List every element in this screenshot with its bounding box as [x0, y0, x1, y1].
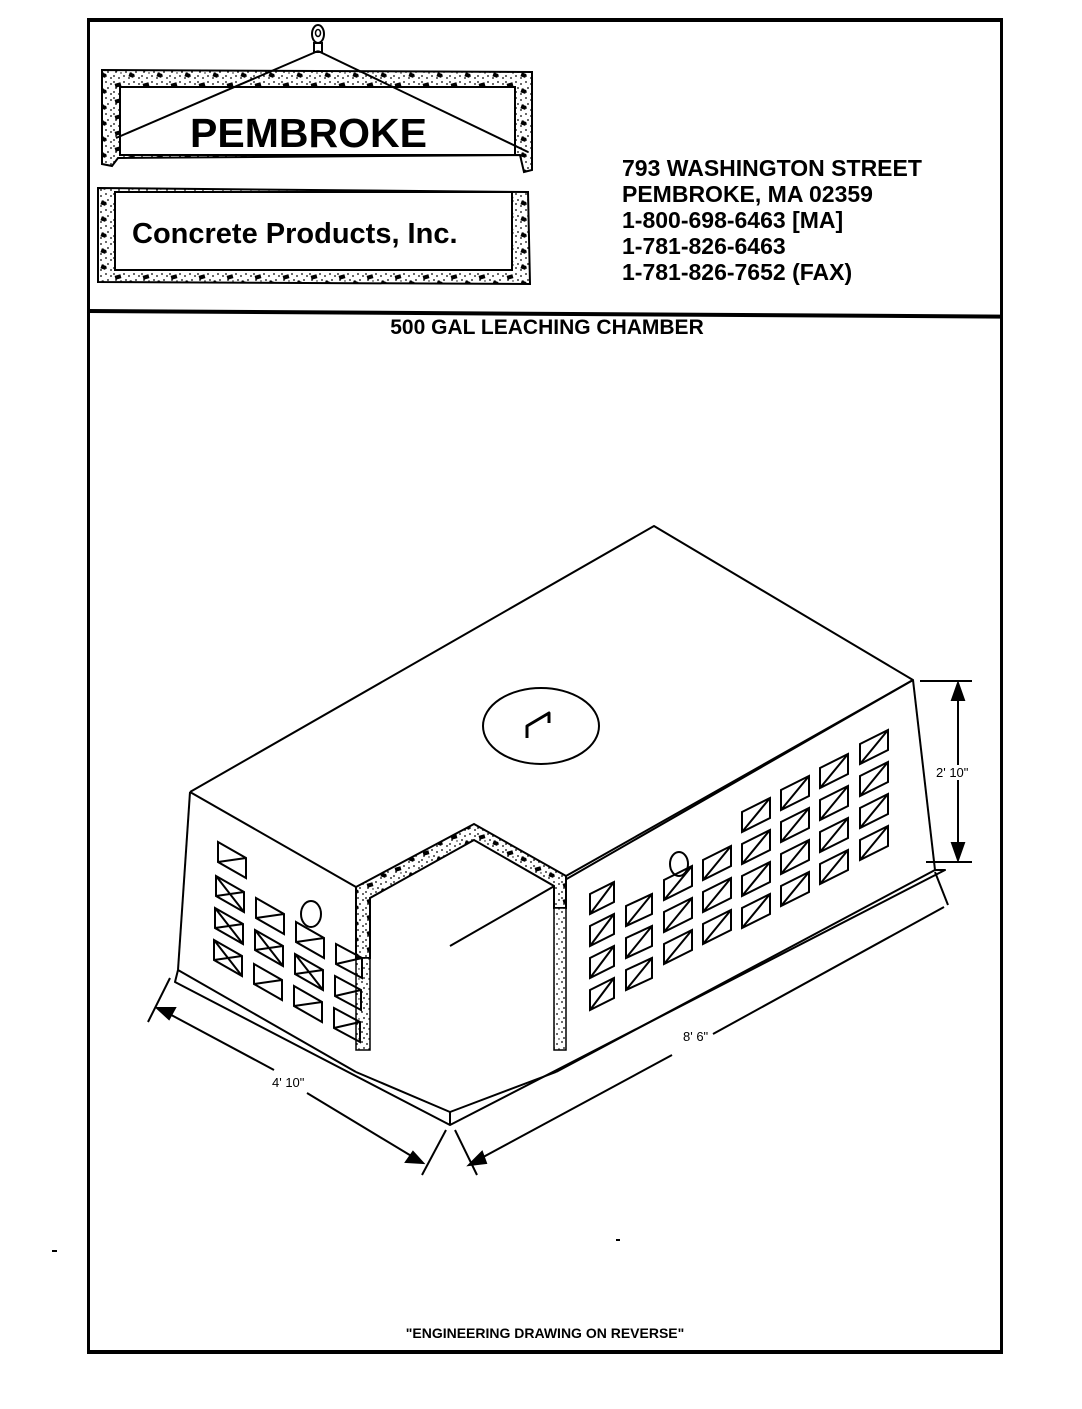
phone-number: 1-781-826-6463: [622, 233, 786, 259]
cutaway-section: [355, 822, 567, 1051]
phone-toll-free: 1-800-698-6463 [MA]: [622, 207, 844, 233]
pembroke-frame: [101, 50, 533, 174]
page-border: [87, 18, 1003, 1354]
footer-note: "ENGINEERING DRAWING ON REVERSE": [405, 1325, 685, 1341]
manhole-cover: [482, 687, 600, 765]
left-face-openings: [213, 840, 363, 1044]
dimension-lines: [147, 679, 972, 1176]
fax-number: 1-781-826-7652 (FAX): [622, 259, 853, 285]
company-address: 793 WASHINGTON STREET PEMBROKE, MA 02359…: [622, 155, 922, 285]
concrete-products-frame: [97, 186, 532, 286]
dimension-width-label: 4' 10": [272, 1075, 305, 1090]
company-name-line2: Concrete Products, Inc.: [132, 218, 458, 250]
address-city: PEMBROKE, MA 02359: [622, 181, 873, 207]
right-face-openings: [589, 728, 889, 1012]
drawing-title: 500 GAL LEACHING CHAMBER: [390, 316, 704, 339]
top-face-outline: [189, 525, 914, 947]
dimension-length-label: 8' 6": [683, 1029, 709, 1044]
company-name-line1: PEMBROKE: [190, 110, 427, 156]
scan-specks: [52, 1239, 620, 1252]
dimension-height-label: 2' 10": [936, 765, 969, 780]
address-street: 793 WASHINGTON STREET: [622, 155, 922, 181]
